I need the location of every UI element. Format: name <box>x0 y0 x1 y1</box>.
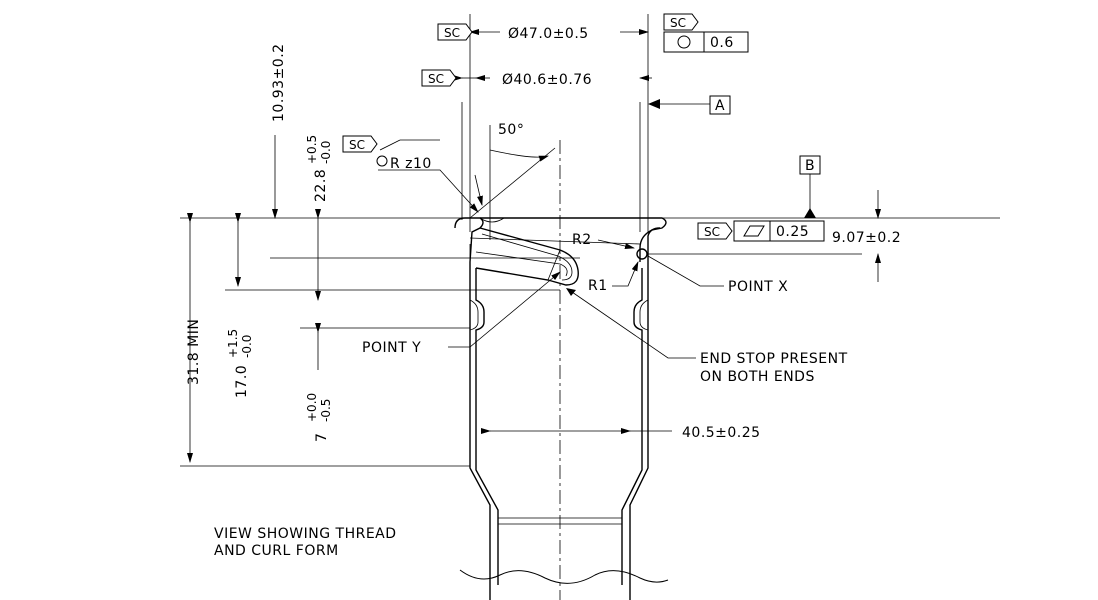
svg-text:B: B <box>805 158 815 174</box>
radius-circle-icon <box>376 155 388 167</box>
r2-label: R2 <box>572 232 592 248</box>
end-stop-line1: END STOP PRESENT <box>700 351 848 367</box>
sc-tag-radius: SC <box>342 135 378 153</box>
sc-tag-inner-dia: SC <box>421 69 457 87</box>
datum-a: A <box>648 95 731 115</box>
height-22-8-dim: 22.8 <box>313 169 329 202</box>
svg-text:SC: SC <box>444 26 460 40</box>
inner-diameter-dim: Ø40.6±0.76 <box>502 72 592 88</box>
circularity-icon <box>677 35 691 49</box>
height-17-0-tol-minus: -0.0 <box>240 335 254 358</box>
angle-dim: 50° <box>498 122 524 138</box>
part-profile <box>454 217 669 600</box>
height-17-0-dim: 17.0 <box>234 365 250 398</box>
curl-height-dim: 9.07±0.2 <box>832 230 901 246</box>
sc-tag-flatness: SC <box>697 222 733 240</box>
datum-b: B <box>799 155 821 218</box>
height-22-8-tol-minus: -0.0 <box>319 141 333 164</box>
flatness-icon <box>743 225 765 237</box>
height-31-8-dim: 31.8 MIN <box>186 319 202 385</box>
flatness-value: 0.25 <box>776 224 809 240</box>
horizontal-dimensions <box>453 29 672 434</box>
circularity-value: 0.6 <box>710 35 734 51</box>
outer-diameter-dim: Ø47.0±0.5 <box>508 26 589 42</box>
point-y-label: POINT Y <box>362 340 421 356</box>
sc-tag-outer-dia: SC <box>437 23 473 41</box>
flatness-frame: 0.25 <box>733 220 825 242</box>
end-stop-leader <box>571 291 696 359</box>
svg-text:SC: SC <box>704 225 720 239</box>
height-7-tol-minus: -0.5 <box>319 399 333 422</box>
r1-label: R1 <box>588 278 608 294</box>
point-x-label: POINT X <box>728 279 788 295</box>
vertical-dimensions <box>187 135 881 463</box>
svg-text:A: A <box>715 98 725 114</box>
top-height-dim: 10.93±0.2 <box>271 43 287 122</box>
height-7-dim: 7 <box>314 433 330 442</box>
end-stop-line2: ON BOTH ENDS <box>700 369 815 385</box>
angle-dimension <box>469 147 556 219</box>
height-7-tol-plus: +0.0 <box>305 393 319 422</box>
radius-dim: R z10 <box>390 156 432 172</box>
svg-text:SC: SC <box>428 72 444 86</box>
view-caption-line1: VIEW SHOWING THREAD <box>214 526 397 542</box>
bore-dim: 40.5±0.25 <box>682 425 761 441</box>
circularity-frame: 0.6 <box>663 31 749 53</box>
svg-text:SC: SC <box>670 16 686 30</box>
height-22-8-tol-plus: +0.5 <box>305 135 319 164</box>
svg-text:SC: SC <box>349 138 365 152</box>
view-caption-line2: AND CURL FORM <box>214 543 339 559</box>
sc-tag-circularity: SC <box>663 13 699 31</box>
height-17-0-tol-plus: +1.5 <box>226 329 240 358</box>
